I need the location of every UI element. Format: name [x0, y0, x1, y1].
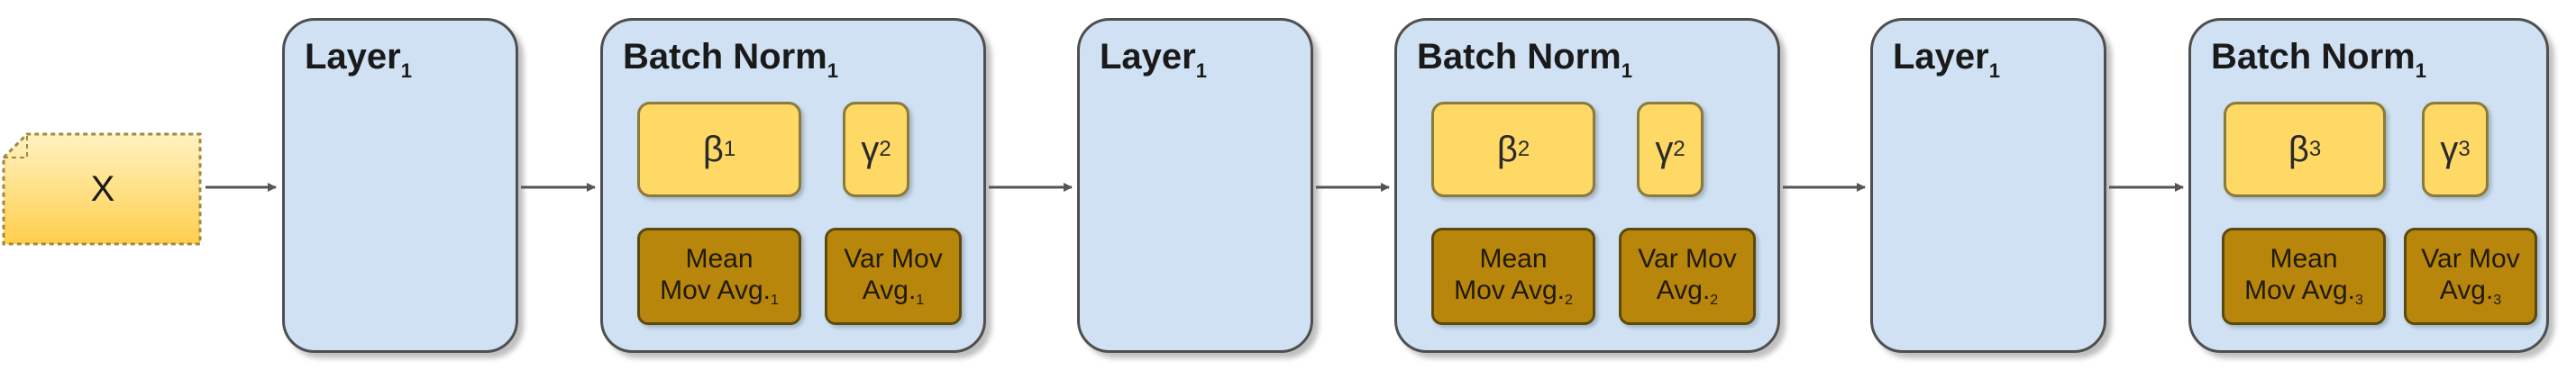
layer-box-3: Layer1 — [1870, 18, 2106, 353]
var-moving-average-3: Var Mov Avg.3 — [2404, 228, 2537, 325]
mean-moving-average-3: Mean Mov Avg.3 — [2222, 228, 2386, 325]
batch-norm-title-1: Batch Norm1 — [623, 37, 838, 82]
input-x-shape — [2, 132, 202, 246]
var-moving-average-2: Var Mov Avg.2 — [1619, 228, 1756, 325]
layer-box-1: Layer1 — [282, 18, 518, 353]
batch-norm-title-3: Batch Norm1 — [2211, 37, 2426, 82]
layer-title-3: Layer1 — [1893, 37, 2000, 82]
mean-moving-average-2: Mean Mov Avg.2 — [1431, 228, 1595, 325]
var-moving-average-1: Var Mov Avg.1 — [825, 228, 962, 325]
layer-title-1: Layer1 — [305, 37, 412, 82]
layer-box-2: Layer1 — [1077, 18, 1313, 353]
mean-moving-average-1: Mean Mov Avg.1 — [637, 228, 801, 325]
batch-norm-title-2: Batch Norm1 — [1417, 37, 1632, 82]
layer-title-2: Layer1 — [1100, 37, 1207, 82]
input-x-label: X — [90, 168, 115, 209]
